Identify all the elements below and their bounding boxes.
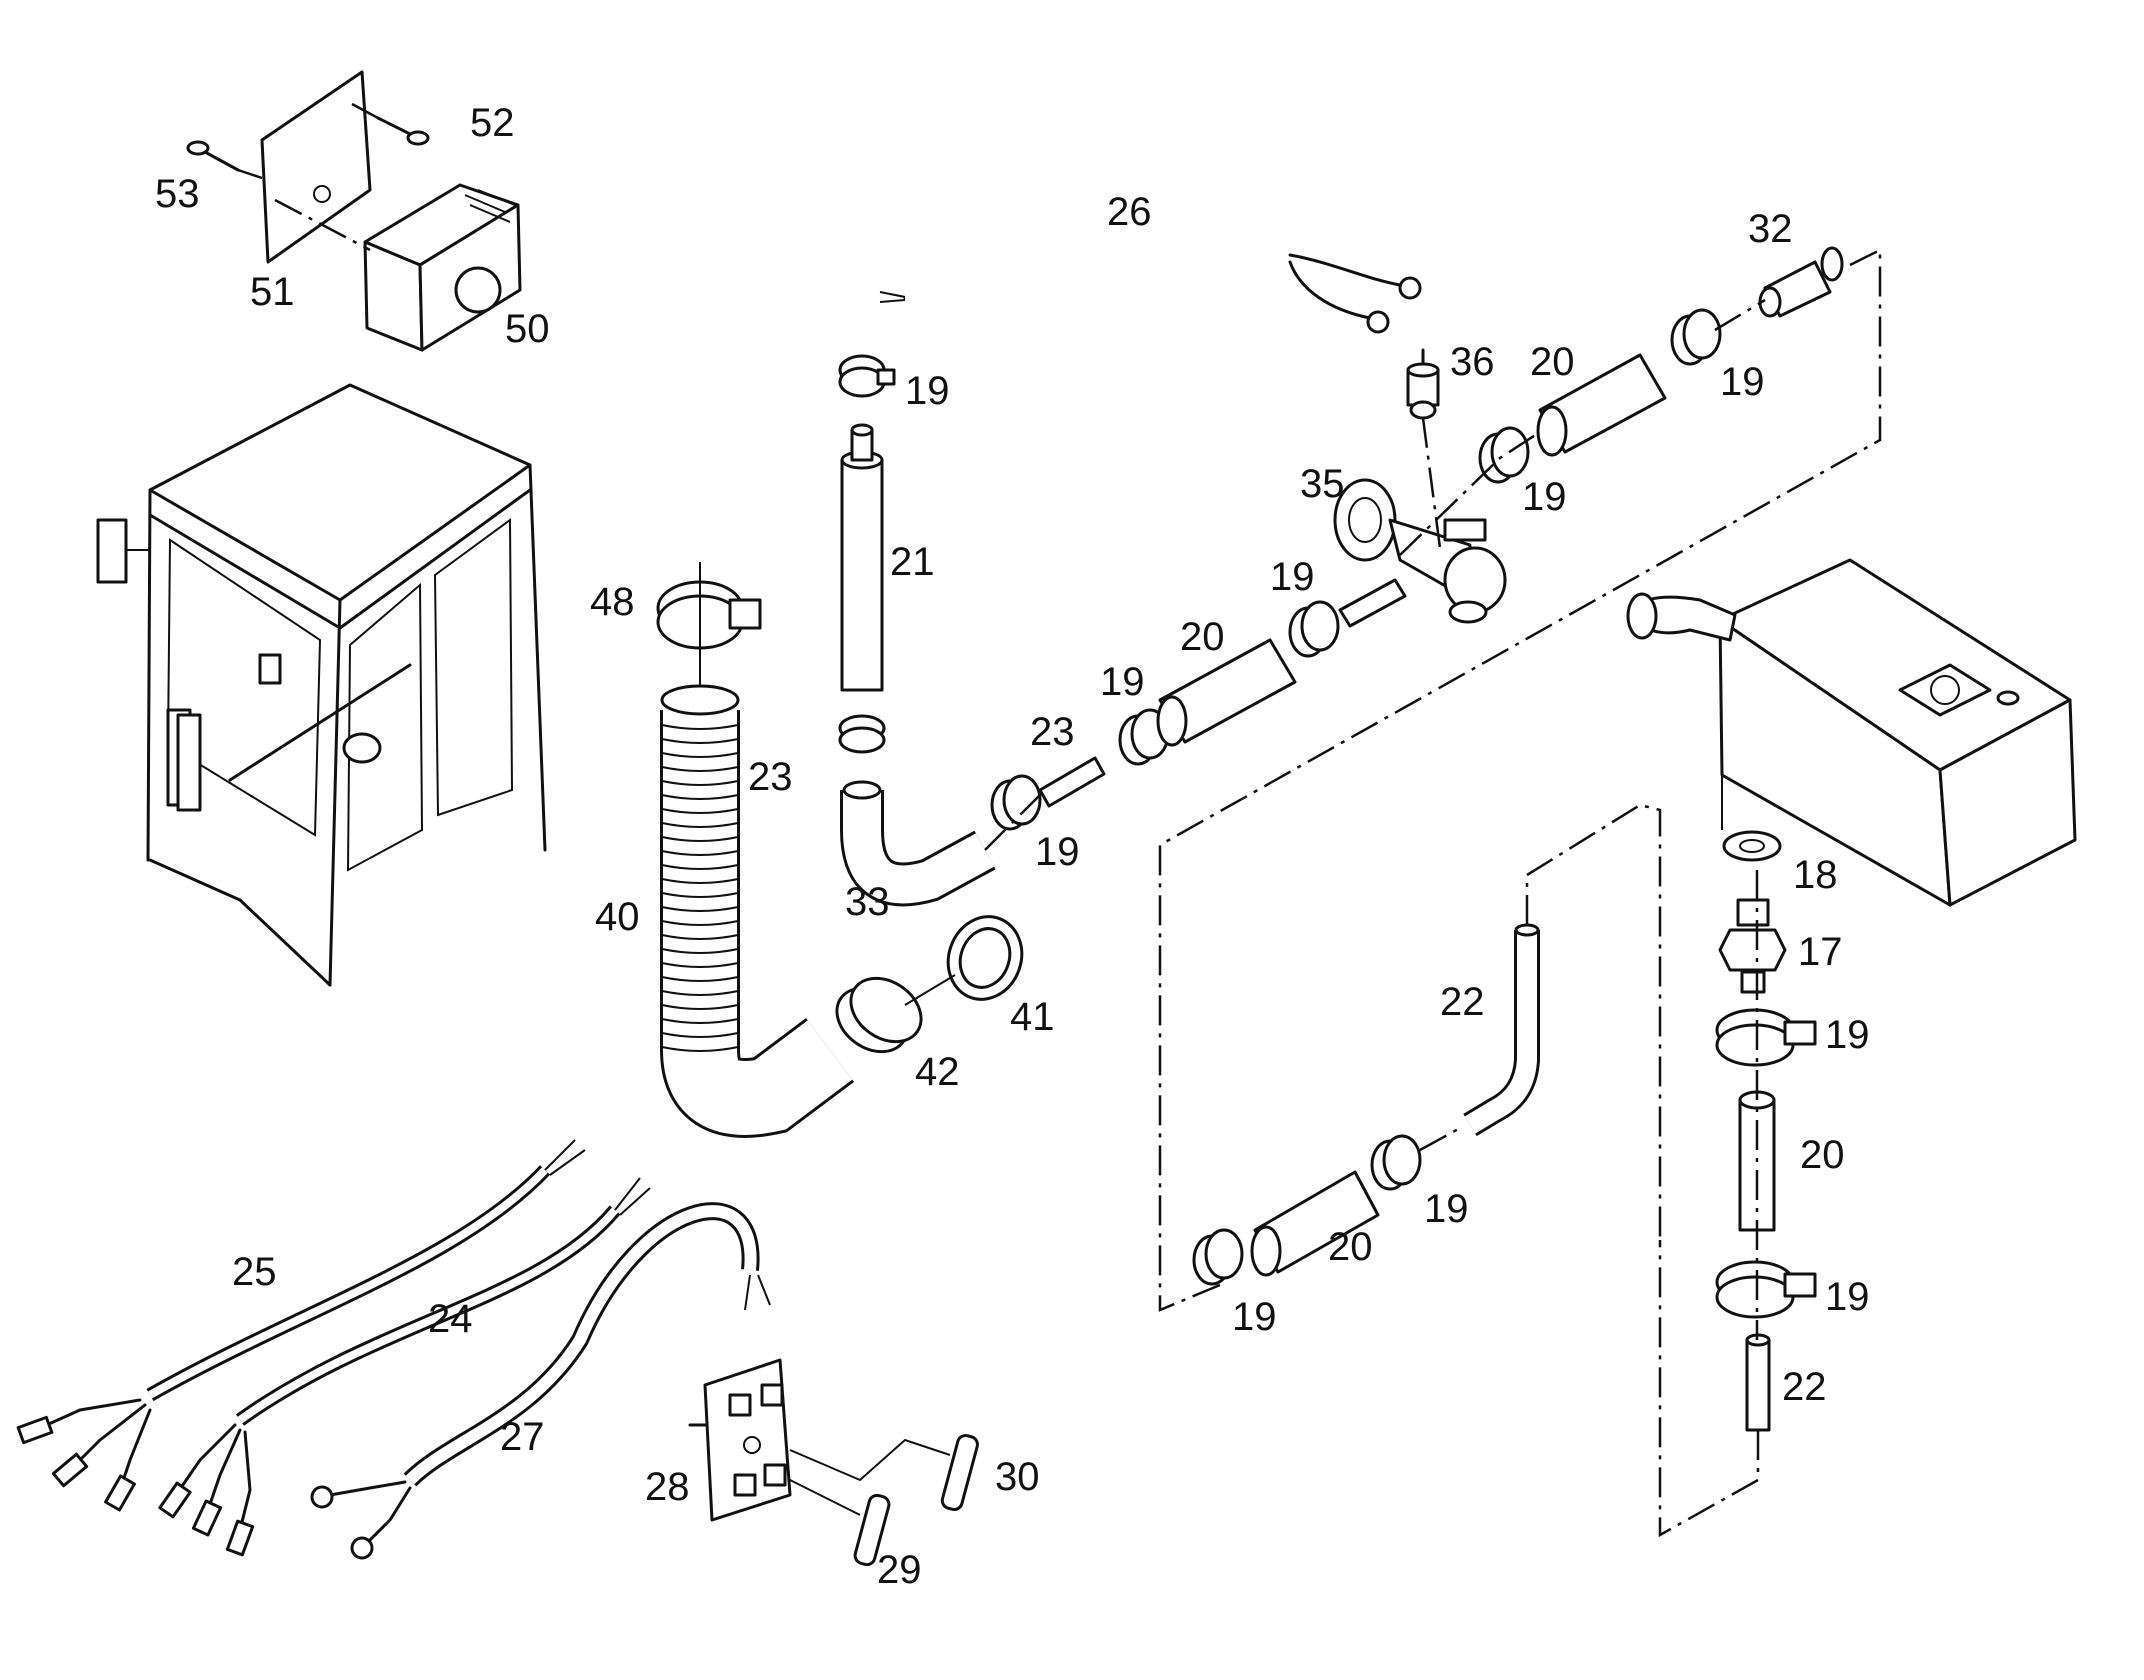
label-41: 41: [1010, 995, 1055, 1039]
label-19-bend: 19: [1424, 1187, 1469, 1231]
tube-22-bend: [1463, 923, 1540, 1137]
cable-25: [16, 1139, 586, 1512]
hose-clamp-19-valve: [1478, 426, 1530, 484]
label-19-right: 19: [1720, 360, 1765, 404]
elbow-hose-33: [840, 780, 996, 907]
tank: [1626, 558, 2077, 907]
flex-hose-40: [660, 684, 854, 1138]
label-22-tank: 22: [1782, 1365, 1827, 1409]
label-19-tank-lower: 19: [1825, 1275, 1870, 1319]
label-19-elbow: 19: [1035, 830, 1080, 874]
connector-32: [1758, 246, 1844, 318]
label-42: 42: [915, 1050, 960, 1094]
label-25: 25: [232, 1250, 277, 1294]
label-53: 53: [155, 172, 200, 216]
hose-clamp-19-bend: [1370, 1134, 1422, 1191]
label-48: 48: [590, 580, 635, 624]
mounting-plate: [260, 70, 372, 264]
fuse-29: [853, 1493, 891, 1567]
label-50: 50: [505, 307, 550, 351]
hose-clamp-19-tank-lower: [1715, 1260, 1817, 1319]
label-19-tank-upper: 19: [1825, 1013, 1870, 1057]
label-29: 29: [877, 1548, 922, 1592]
hose-20-top: [1536, 353, 1667, 457]
cable-26: [879, 247, 1422, 334]
screw-53: [186, 140, 240, 172]
label-51: 51: [250, 270, 295, 314]
tube-21: [840, 423, 884, 692]
label-21: 21: [890, 540, 935, 584]
label-18: 18: [1793, 853, 1838, 897]
hose-clamp-48: [656, 580, 762, 650]
label-27: 27: [500, 1415, 545, 1459]
cable-24: [158, 1177, 651, 1557]
valve-35: [1333, 478, 1507, 624]
label-30: 30: [995, 1455, 1040, 1499]
label-40: 40: [595, 895, 640, 939]
hose-clamp-19-tank-upper: [1715, 1008, 1817, 1067]
hose-clamp-42: [835, 976, 923, 1054]
label-20-mid: 20: [1180, 615, 1225, 659]
label-26: 26: [1107, 190, 1152, 234]
hose-20-mid: [1156, 638, 1297, 747]
label-23-right: 23: [1030, 710, 1075, 754]
label-36: 36: [1450, 340, 1495, 384]
fuse-30: [940, 1433, 979, 1511]
washer-18: [1722, 830, 1782, 862]
hose-clamp-19-lower-left: [1192, 1228, 1244, 1286]
label-23-left: 23: [748, 755, 793, 799]
label-35: 35: [1300, 462, 1345, 506]
hose-clamp-19-top: [838, 354, 896, 398]
tube-22-tank: [1745, 1333, 1771, 1432]
hose-20-lower: [1250, 1170, 1380, 1277]
label-20-tank: 20: [1800, 1133, 1845, 1177]
terminal-block-28: [688, 1358, 792, 1522]
label-17: 17: [1798, 930, 1843, 974]
label-24: 24: [428, 1297, 473, 1341]
ring-41: [946, 915, 1024, 1001]
hose-clamp-19-upper: [1288, 600, 1340, 658]
label-19-top: 19: [905, 369, 950, 413]
label-19-upper: 19: [1270, 555, 1315, 599]
label-52: 52: [470, 101, 515, 145]
label-19-lower-left: 19: [1232, 1295, 1277, 1339]
label-33: 33: [845, 880, 890, 924]
tube-23: [1038, 756, 1106, 808]
label-19-mid: 19: [1100, 660, 1145, 704]
fitting-17: [1718, 898, 1787, 994]
hose-clamp-19-lower: [838, 714, 886, 754]
hose-clamp-19-elbow: [990, 774, 1042, 831]
cab: [96, 383, 547, 987]
screw-52: [376, 116, 430, 146]
label-28: 28: [645, 1465, 690, 1509]
cable-27: [310, 1202, 771, 1560]
sensor-36: [1406, 348, 1440, 420]
tube-23-upper: [1338, 578, 1407, 628]
label-20-lower: 20: [1328, 1225, 1373, 1269]
thermostat-box: [363, 183, 522, 352]
hose-clamp-19-right: [1670, 308, 1722, 366]
label-22-bend: 22: [1440, 980, 1485, 1024]
label-20-top: 20: [1530, 340, 1575, 384]
label-19-valve: 19: [1522, 475, 1567, 519]
part-labels: 53 52 51 50 26 32 36 20 19 19 21 48 35 1…: [155, 101, 1870, 1592]
label-32: 32: [1748, 207, 1793, 251]
